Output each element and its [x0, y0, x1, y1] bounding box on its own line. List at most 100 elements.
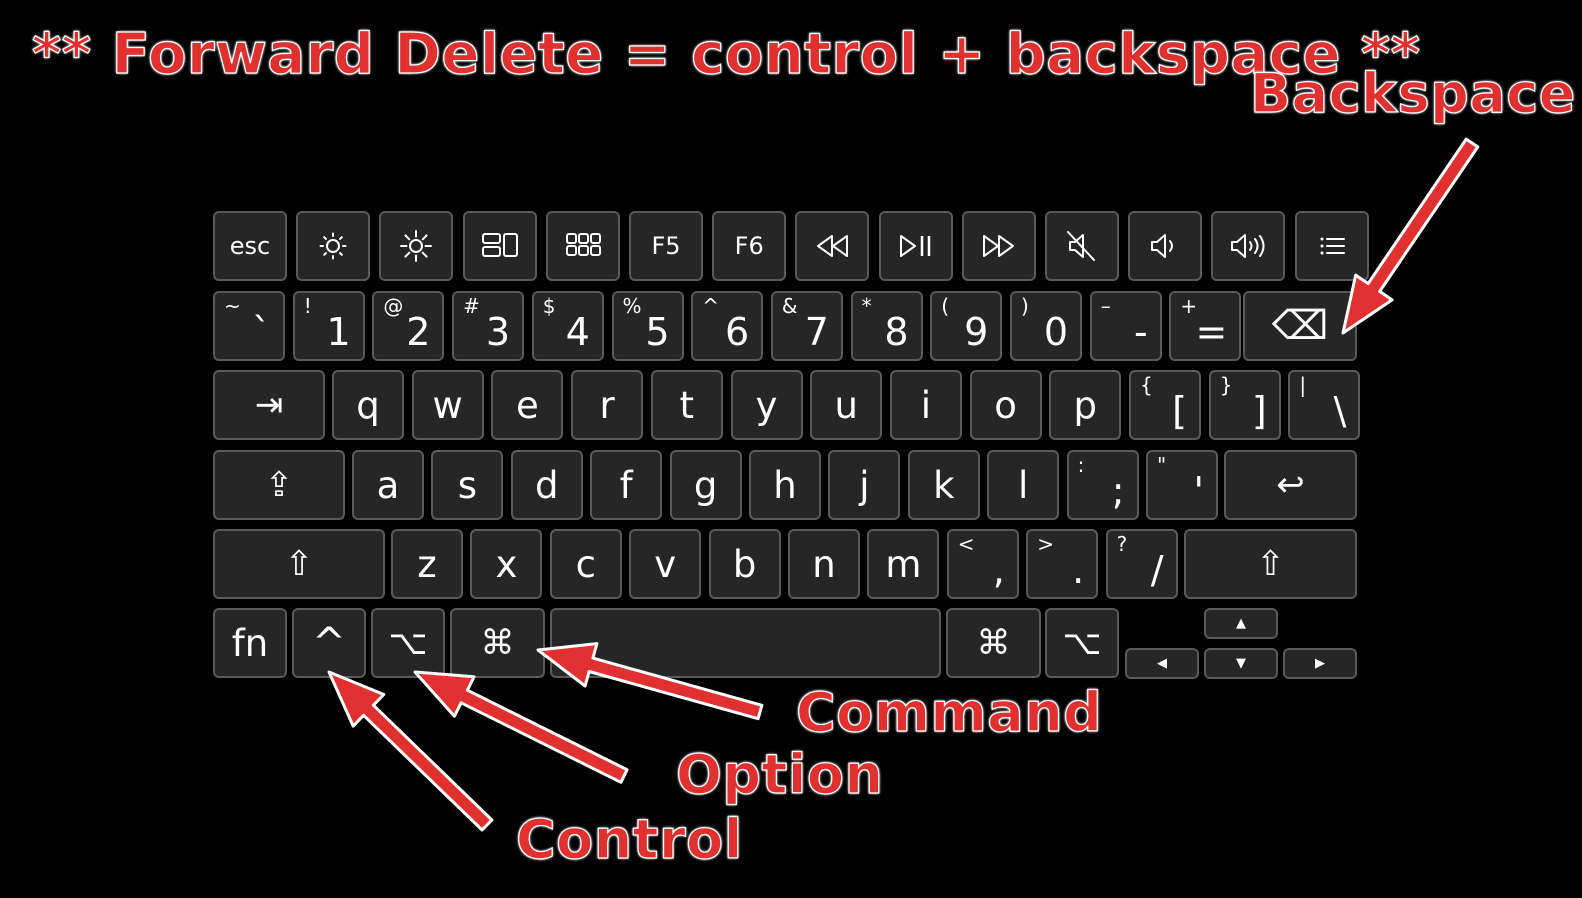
- key-n-label-wrap: n: [790, 531, 858, 597]
- control-icon: ^: [312, 620, 346, 666]
- key-period[interactable]: >.: [1026, 529, 1099, 599]
- key-u[interactable]: u: [810, 370, 883, 440]
- key-caps-lock[interactable]: ⇪: [213, 450, 345, 520]
- key-0[interactable]: )0: [1010, 291, 1082, 361]
- key-play-pause[interactable]: [878, 211, 953, 281]
- key-p[interactable]: p: [1049, 370, 1122, 440]
- key-h[interactable]: h: [749, 450, 821, 520]
- key-f5[interactable]: F5: [629, 211, 703, 281]
- key-z[interactable]: z: [391, 529, 463, 599]
- key-x[interactable]: x: [470, 529, 543, 599]
- key-slash[interactable]: ?/: [1105, 529, 1178, 599]
- key-9[interactable]: (9: [930, 291, 1003, 361]
- key-3[interactable]: #3: [452, 291, 525, 361]
- key-left-bracket[interactable]: {[: [1129, 370, 1201, 440]
- key-arrow-left[interactable]: ◀: [1125, 648, 1199, 679]
- key-j[interactable]: j: [828, 450, 901, 520]
- key-launchpad[interactable]: [545, 211, 620, 281]
- key-quote-label: ': [1193, 469, 1204, 513]
- key-6[interactable]: ^6: [691, 291, 764, 361]
- brightness-down-icon: [319, 232, 347, 260]
- key-8[interactable]: *8: [850, 291, 923, 361]
- key-s[interactable]: s: [431, 450, 504, 520]
- key-x-label: x: [495, 542, 518, 586]
- key-minus[interactable]: –-: [1089, 291, 1162, 361]
- key-k[interactable]: k: [907, 450, 980, 520]
- key-right-bracket[interactable]: }]: [1208, 370, 1281, 440]
- key-menu[interactable]: [1294, 211, 1369, 281]
- key-tab[interactable]: ⇥: [213, 370, 325, 440]
- key-backslash-shift-label: |: [1299, 373, 1307, 397]
- key-right-shift[interactable]: ⇧: [1184, 529, 1357, 599]
- key-t[interactable]: t: [650, 370, 723, 440]
- key-g[interactable]: g: [669, 450, 742, 520]
- key-space[interactable]: [550, 608, 941, 678]
- key-brightness-up[interactable]: [379, 211, 454, 281]
- key-y[interactable]: y: [730, 370, 803, 440]
- launchpad-icon: [565, 233, 601, 256]
- key-r[interactable]: r: [571, 370, 644, 440]
- play-pause-icon-wrap: [881, 213, 951, 279]
- key-rewind[interactable]: [795, 211, 870, 281]
- arrow-up-icon: ▲: [1236, 616, 1246, 631]
- key-fast-forward[interactable]: [961, 211, 1036, 281]
- key-j-label-wrap: j: [830, 452, 898, 518]
- key-v[interactable]: v: [629, 529, 702, 599]
- key-4[interactable]: $4: [531, 291, 604, 361]
- key-control[interactable]: ^: [292, 608, 366, 678]
- key-c[interactable]: c: [549, 529, 622, 599]
- key-equals[interactable]: +=: [1169, 291, 1242, 361]
- key-quote[interactable]: "': [1146, 450, 1218, 520]
- key-backslash[interactable]: |\: [1288, 370, 1361, 440]
- key-left-shift[interactable]: ⇧: [213, 529, 385, 599]
- key-8-shift-label: *: [861, 294, 872, 318]
- key-semicolon[interactable]: :;: [1066, 450, 1139, 520]
- key-arrow-up[interactable]: ▲: [1204, 608, 1278, 639]
- key-arrow-down[interactable]: ▼: [1204, 648, 1278, 679]
- key-q[interactable]: q: [332, 370, 404, 440]
- key-l-label-wrap: l: [989, 452, 1057, 518]
- key-5[interactable]: %5: [611, 291, 684, 361]
- key-f6[interactable]: F6: [712, 211, 787, 281]
- key-l[interactable]: l: [987, 450, 1060, 520]
- key-backtick[interactable]: ~`: [213, 291, 285, 361]
- key-brightness-down[interactable]: [296, 211, 371, 281]
- key-volume-down[interactable]: [1128, 211, 1203, 281]
- key-f6-label: F6: [734, 232, 764, 260]
- brightness-down-icon-wrap: [298, 213, 368, 279]
- key-d[interactable]: d: [510, 450, 583, 520]
- key-1[interactable]: !1: [292, 291, 365, 361]
- key-right-command[interactable]: ⌘: [946, 608, 1041, 678]
- key-right-option[interactable]: ⌥: [1045, 608, 1119, 678]
- key-minus-shift-label: –: [1100, 294, 1111, 318]
- key-f[interactable]: f: [590, 450, 663, 520]
- key-i-label: i: [920, 383, 932, 427]
- key-return[interactable]: ↩: [1224, 450, 1357, 520]
- key-w[interactable]: w: [411, 370, 484, 440]
- key-backspace[interactable]: ⌫: [1243, 291, 1357, 361]
- key-left-command[interactable]: ⌘: [450, 608, 545, 678]
- key-o[interactable]: o: [969, 370, 1042, 440]
- key-left-option[interactable]: ⌥: [371, 608, 445, 678]
- key-mute[interactable]: [1045, 211, 1119, 281]
- key-e[interactable]: e: [491, 370, 564, 440]
- key-u-label-wrap: u: [812, 372, 880, 438]
- key-comma[interactable]: <,: [946, 529, 1019, 599]
- key-arrow-right[interactable]: ▶: [1283, 648, 1357, 679]
- key-f-label: f: [619, 463, 633, 507]
- fast-forward-icon: [982, 235, 1014, 257]
- backspace-label: Backspace: [1249, 61, 1576, 125]
- mission-control-icon: [481, 233, 518, 257]
- key-m[interactable]: m: [867, 529, 940, 599]
- key-volume-up[interactable]: [1211, 211, 1286, 281]
- key-a[interactable]: a: [352, 450, 424, 520]
- key-b[interactable]: b: [708, 529, 781, 599]
- key-n[interactable]: n: [788, 529, 860, 599]
- key-mission-control[interactable]: [462, 211, 537, 281]
- key-7[interactable]: &7: [770, 291, 843, 361]
- key-2[interactable]: @2: [372, 291, 445, 361]
- key-fn[interactable]: fn: [213, 608, 287, 678]
- key-9-label: 9: [964, 310, 989, 354]
- key-esc[interactable]: esc: [213, 211, 287, 281]
- key-i[interactable]: i: [889, 370, 962, 440]
